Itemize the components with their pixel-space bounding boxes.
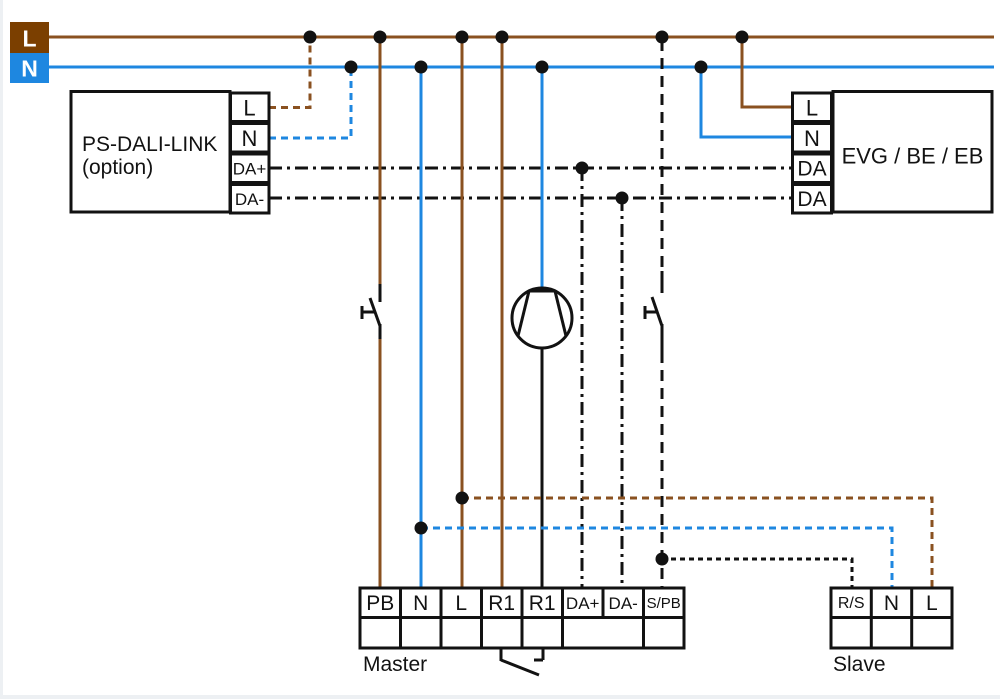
terminal-label-n: N [413, 592, 428, 615]
device-title-line2: (option) [82, 156, 153, 179]
junction-dot [735, 30, 749, 44]
line-chip-box [10, 22, 49, 53]
junction-dot [575, 161, 589, 175]
terminal-label-da-minus: DA- [609, 594, 638, 613]
junction-dot [303, 30, 317, 44]
evg-box: EVG / BE / EB L N DA DA [791, 90, 994, 215]
fan-symbol [510, 286, 574, 350]
junction-dot [455, 491, 469, 505]
junction-dot [414, 521, 428, 535]
junction-dot [615, 191, 629, 205]
terminal-label-da-plus: DA+ [566, 594, 600, 613]
junction-dot [694, 60, 708, 74]
terminal-cell-l [229, 91, 271, 123]
slave-terminal-block: R/S N L Slave [829, 586, 954, 676]
junction-dot [414, 60, 428, 74]
terminal-label-rs: R/S [838, 595, 865, 612]
relay-contact [499, 648, 545, 677]
junction-dot [373, 30, 387, 44]
frame-edge-left [0, 0, 3, 699]
terminal-cell-n [791, 122, 833, 154]
terminal-cell-da2 [791, 183, 833, 215]
terminal-cell-da1 [791, 152, 833, 184]
ps-neutral-tap-wire [269, 67, 353, 140]
junction-dot [455, 30, 469, 44]
device-outline [831, 90, 994, 214]
junction-dot [655, 30, 669, 44]
slave-line-link-wire [462, 496, 934, 588]
junction-dot [344, 60, 358, 74]
line-chip: L [10, 22, 49, 53]
push-button-switch-2 [643, 271, 664, 353]
device-title: EVG / BE / EB [842, 144, 984, 169]
frame-edge-bottom [0, 695, 1000, 699]
terminal-label-pb: PB [366, 592, 394, 615]
neutral-chip-box [10, 53, 49, 83]
junction-dots [303, 30, 749, 566]
terminal-label-r1b: R1 [529, 592, 556, 615]
terminal-cell-da-minus [229, 183, 271, 215]
ps-dali-link-box: PS-DALI-LINK (option) L N DA+ DA- [69, 90, 271, 215]
junction-dot [655, 552, 669, 566]
device-title-line1: PS-DALI-LINK [82, 133, 217, 156]
ps-line-tap-wire [269, 37, 312, 109]
terminal-label-l: L [806, 96, 818, 121]
slave-neutral-link-wire [421, 526, 894, 588]
terminal-cell-n [229, 122, 271, 154]
terminal-cell-l [791, 91, 833, 123]
terminal-cell-da-plus [229, 152, 271, 184]
slave-rs-link-wire [662, 557, 854, 588]
terminal-label-l: L [926, 592, 938, 615]
fan-blade-right [553, 290, 568, 337]
junction-dot [495, 30, 509, 44]
terminal-label-n: N [884, 592, 899, 615]
evg-line-wire [740, 37, 792, 109]
line-chip-label: L [22, 26, 36, 52]
terminal-label-r1a: R1 [488, 592, 515, 615]
terminal-label-n: N [804, 126, 820, 151]
evg-neutral-wire [699, 67, 792, 139]
terminal-label-n: N [242, 126, 258, 151]
power-rails [49, 35, 994, 69]
neutral-chip: N [10, 53, 49, 83]
master-caption: Master [363, 653, 427, 676]
terminal-label-spb: S/PB [647, 595, 681, 612]
relay-contact-lever [500, 658, 540, 677]
terminal-label-l: L [455, 592, 467, 615]
fan-blade-left [516, 290, 531, 337]
terminal-label-l: L [243, 96, 255, 121]
neutral-chip-label: N [21, 56, 38, 82]
junction-dot [535, 60, 549, 74]
terminal-label-da-plus: DA+ [233, 160, 267, 179]
slave-caption: Slave [833, 653, 886, 676]
terminal-label-da2: DA [797, 188, 826, 211]
push-button-switch-1 [360, 284, 382, 339]
master-terminal-block: PB N L R1 R1 DA+ DA- S/PB Master [358, 586, 686, 676]
terminal-label-da1: DA [797, 158, 826, 181]
terminal-label-da-minus: DA- [235, 190, 264, 209]
